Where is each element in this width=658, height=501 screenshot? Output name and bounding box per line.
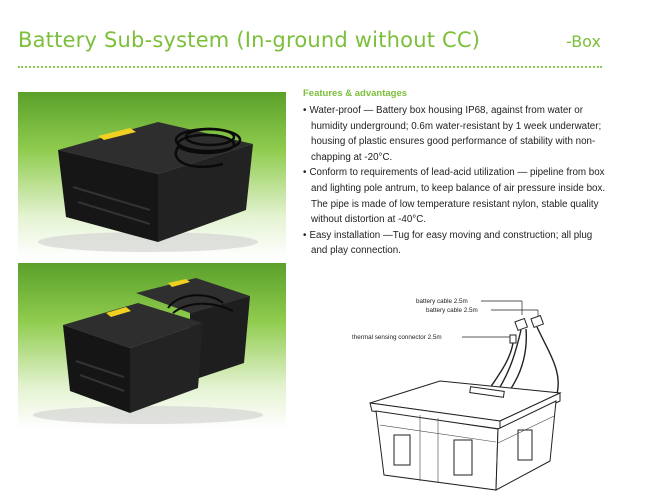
dotted-divider xyxy=(18,66,602,68)
label-battery-cable-2: battery cable 2.5m xyxy=(426,307,478,314)
features-list: Water-proof — Battery box housing IP68, … xyxy=(303,103,608,259)
features-section: Features & advantages Water-proof — Batt… xyxy=(303,88,608,259)
feature-item-lead-acid: Conform to requirements of lead-acid uti… xyxy=(303,165,608,227)
features-heading: Features & advantages xyxy=(303,88,408,99)
section-tag: -Box xyxy=(566,32,601,51)
battery-box-line-diagram: battery cable 2.5m battery cable 2.5m th… xyxy=(350,285,612,495)
feature-item-waterproof: Water-proof — Battery box housing IP68, … xyxy=(303,103,608,165)
battery-box-photo-single xyxy=(18,92,286,258)
label-battery-cable-1: battery cable 2.5m xyxy=(416,298,468,305)
battery-box-photo-pair xyxy=(18,263,286,429)
page-title: Battery Sub-system (In-ground without CC… xyxy=(18,28,481,52)
label-thermal-sensing: thermal sensing connector 2.5m xyxy=(352,334,442,341)
feature-item-installation: Easy installation —Tug for easy moving a… xyxy=(303,228,608,259)
